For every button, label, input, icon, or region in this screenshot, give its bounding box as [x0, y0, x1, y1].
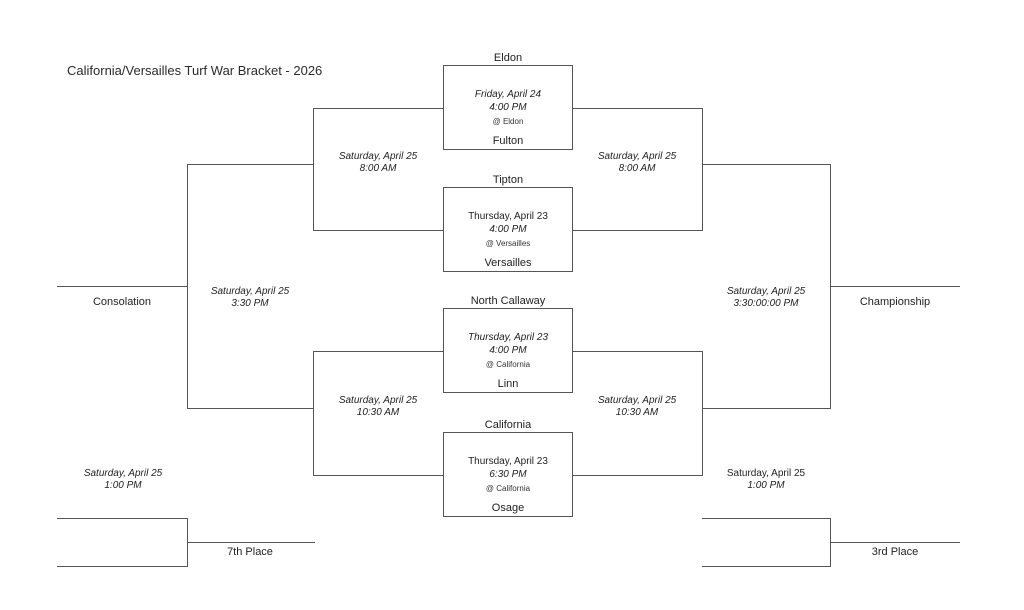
bracket-line — [313, 475, 443, 476]
consolation-label: Consolation — [92, 296, 152, 308]
bracket-line — [57, 566, 187, 567]
schedule-time: 8:00 AM — [618, 163, 656, 174]
championship-final-schedule: Saturday, April 25 3:30:00:00 PM — [686, 286, 846, 310]
match-time: 4:00 PM — [489, 345, 527, 356]
bracket-line — [702, 408, 830, 409]
bracket-line — [187, 408, 313, 409]
bracket-line — [187, 164, 188, 409]
schedule-date: Saturday, April 25 — [83, 468, 163, 479]
semifinal-lower-right-schedule: Saturday, April 25 10:30 AM — [557, 395, 717, 419]
schedule-time: 1:00 PM — [747, 480, 785, 491]
bracket-line — [702, 164, 830, 165]
page-title: California/Versailles Turf War Bracket -… — [67, 63, 323, 78]
bracket-line — [313, 108, 314, 231]
match-eldon-fulton: Eldon Friday, April 24 4:00 PM @ Eldon F… — [443, 52, 573, 150]
schedule-date: Saturday, April 25 — [597, 395, 677, 406]
bracket-line — [57, 518, 187, 519]
match-tipton-versailles: Tipton Thursday, April 23 4:00 PM @ Vers… — [443, 174, 573, 272]
bracket-line — [702, 351, 703, 476]
bracket-line — [573, 108, 702, 109]
schedule-time: 10:30 AM — [356, 407, 400, 418]
bracket-line — [313, 230, 443, 231]
bracket-line — [573, 230, 702, 231]
match-date: Thursday, April 23 — [467, 332, 549, 343]
schedule-date: Saturday, April 25 — [210, 286, 290, 297]
schedule-date: Saturday, April 25 — [597, 151, 677, 162]
seventh-place-label: 7th Place — [227, 546, 273, 558]
seventh-place-schedule: Saturday, April 25 1:00 PM — [43, 468, 203, 492]
match-venue: @ California — [485, 484, 531, 493]
bracket-line — [313, 351, 314, 476]
team-name-bottom: Versailles — [484, 257, 532, 269]
schedule-time: 3:30:00:00 PM — [733, 298, 799, 309]
team-name-bottom: Fulton — [492, 135, 524, 147]
match-time: 4:00 PM — [489, 224, 527, 235]
schedule-time: 8:00 AM — [359, 163, 397, 174]
bracket-line — [187, 542, 315, 543]
team-name-bottom: Osage — [491, 502, 525, 514]
schedule-date: Saturday, April 25 — [726, 468, 806, 479]
team-name-top: Tipton — [492, 174, 524, 186]
match-time: 4:00 PM — [489, 102, 527, 113]
schedule-time: 3:30 PM — [231, 298, 269, 309]
bracket-line — [702, 518, 830, 519]
bracket-line — [573, 475, 702, 476]
schedule-date: Saturday, April 25 — [726, 286, 806, 297]
bracket-line — [830, 542, 960, 543]
bracket-line — [573, 351, 702, 352]
match-date: Friday, April 24 — [474, 89, 542, 100]
championship-label: Championship — [859, 296, 931, 308]
bracket-line — [830, 286, 960, 287]
match-box: Thursday, April 23 4:00 PM @ California — [443, 308, 573, 393]
match-box: Thursday, April 23 4:00 PM @ Versailles — [443, 187, 573, 272]
match-box: Friday, April 24 4:00 PM @ Eldon — [443, 65, 573, 150]
third-place-label: 3rd Place — [871, 546, 919, 558]
team-name-bottom: Linn — [497, 378, 519, 390]
team-name-top: North Callaway — [470, 295, 546, 307]
match-venue: @ California — [485, 360, 531, 369]
match-venue: @ Versailles — [485, 239, 531, 248]
schedule-time: 1:00 PM — [104, 480, 142, 491]
schedule-date: Saturday, April 25 — [338, 151, 418, 162]
bracket-line — [313, 108, 443, 109]
bracket-line — [187, 164, 313, 165]
match-box: Thursday, April 23 6:30 PM @ California — [443, 432, 573, 517]
semifinal-upper-right-schedule: Saturday, April 25 8:00 AM — [557, 151, 717, 175]
match-northcallaway-linn: North Callaway Thursday, April 23 4:00 P… — [443, 295, 573, 393]
consolation-final-schedule: Saturday, April 25 3:30 PM — [170, 286, 330, 310]
match-california-osage: California Thursday, April 23 6:30 PM @ … — [443, 419, 573, 517]
match-venue: @ Eldon — [492, 117, 524, 126]
semifinal-upper-left-schedule: Saturday, April 25 8:00 AM — [298, 151, 458, 175]
match-time: 6:30 PM — [489, 469, 527, 480]
schedule-time: 10:30 AM — [615, 407, 659, 418]
schedule-date: Saturday, April 25 — [338, 395, 418, 406]
match-date: Thursday, April 23 — [468, 456, 548, 467]
bracket-line — [702, 566, 830, 567]
third-place-schedule: Saturday, April 25 1:00 PM — [686, 468, 846, 492]
team-name-top: Eldon — [493, 52, 523, 64]
team-name-top: California — [484, 419, 532, 431]
semifinal-lower-left-schedule: Saturday, April 25 10:30 AM — [298, 395, 458, 419]
bracket-line — [57, 286, 187, 287]
bracket-line — [702, 108, 703, 231]
match-date: Thursday, April 23 — [468, 211, 548, 222]
bracket-line — [313, 351, 443, 352]
